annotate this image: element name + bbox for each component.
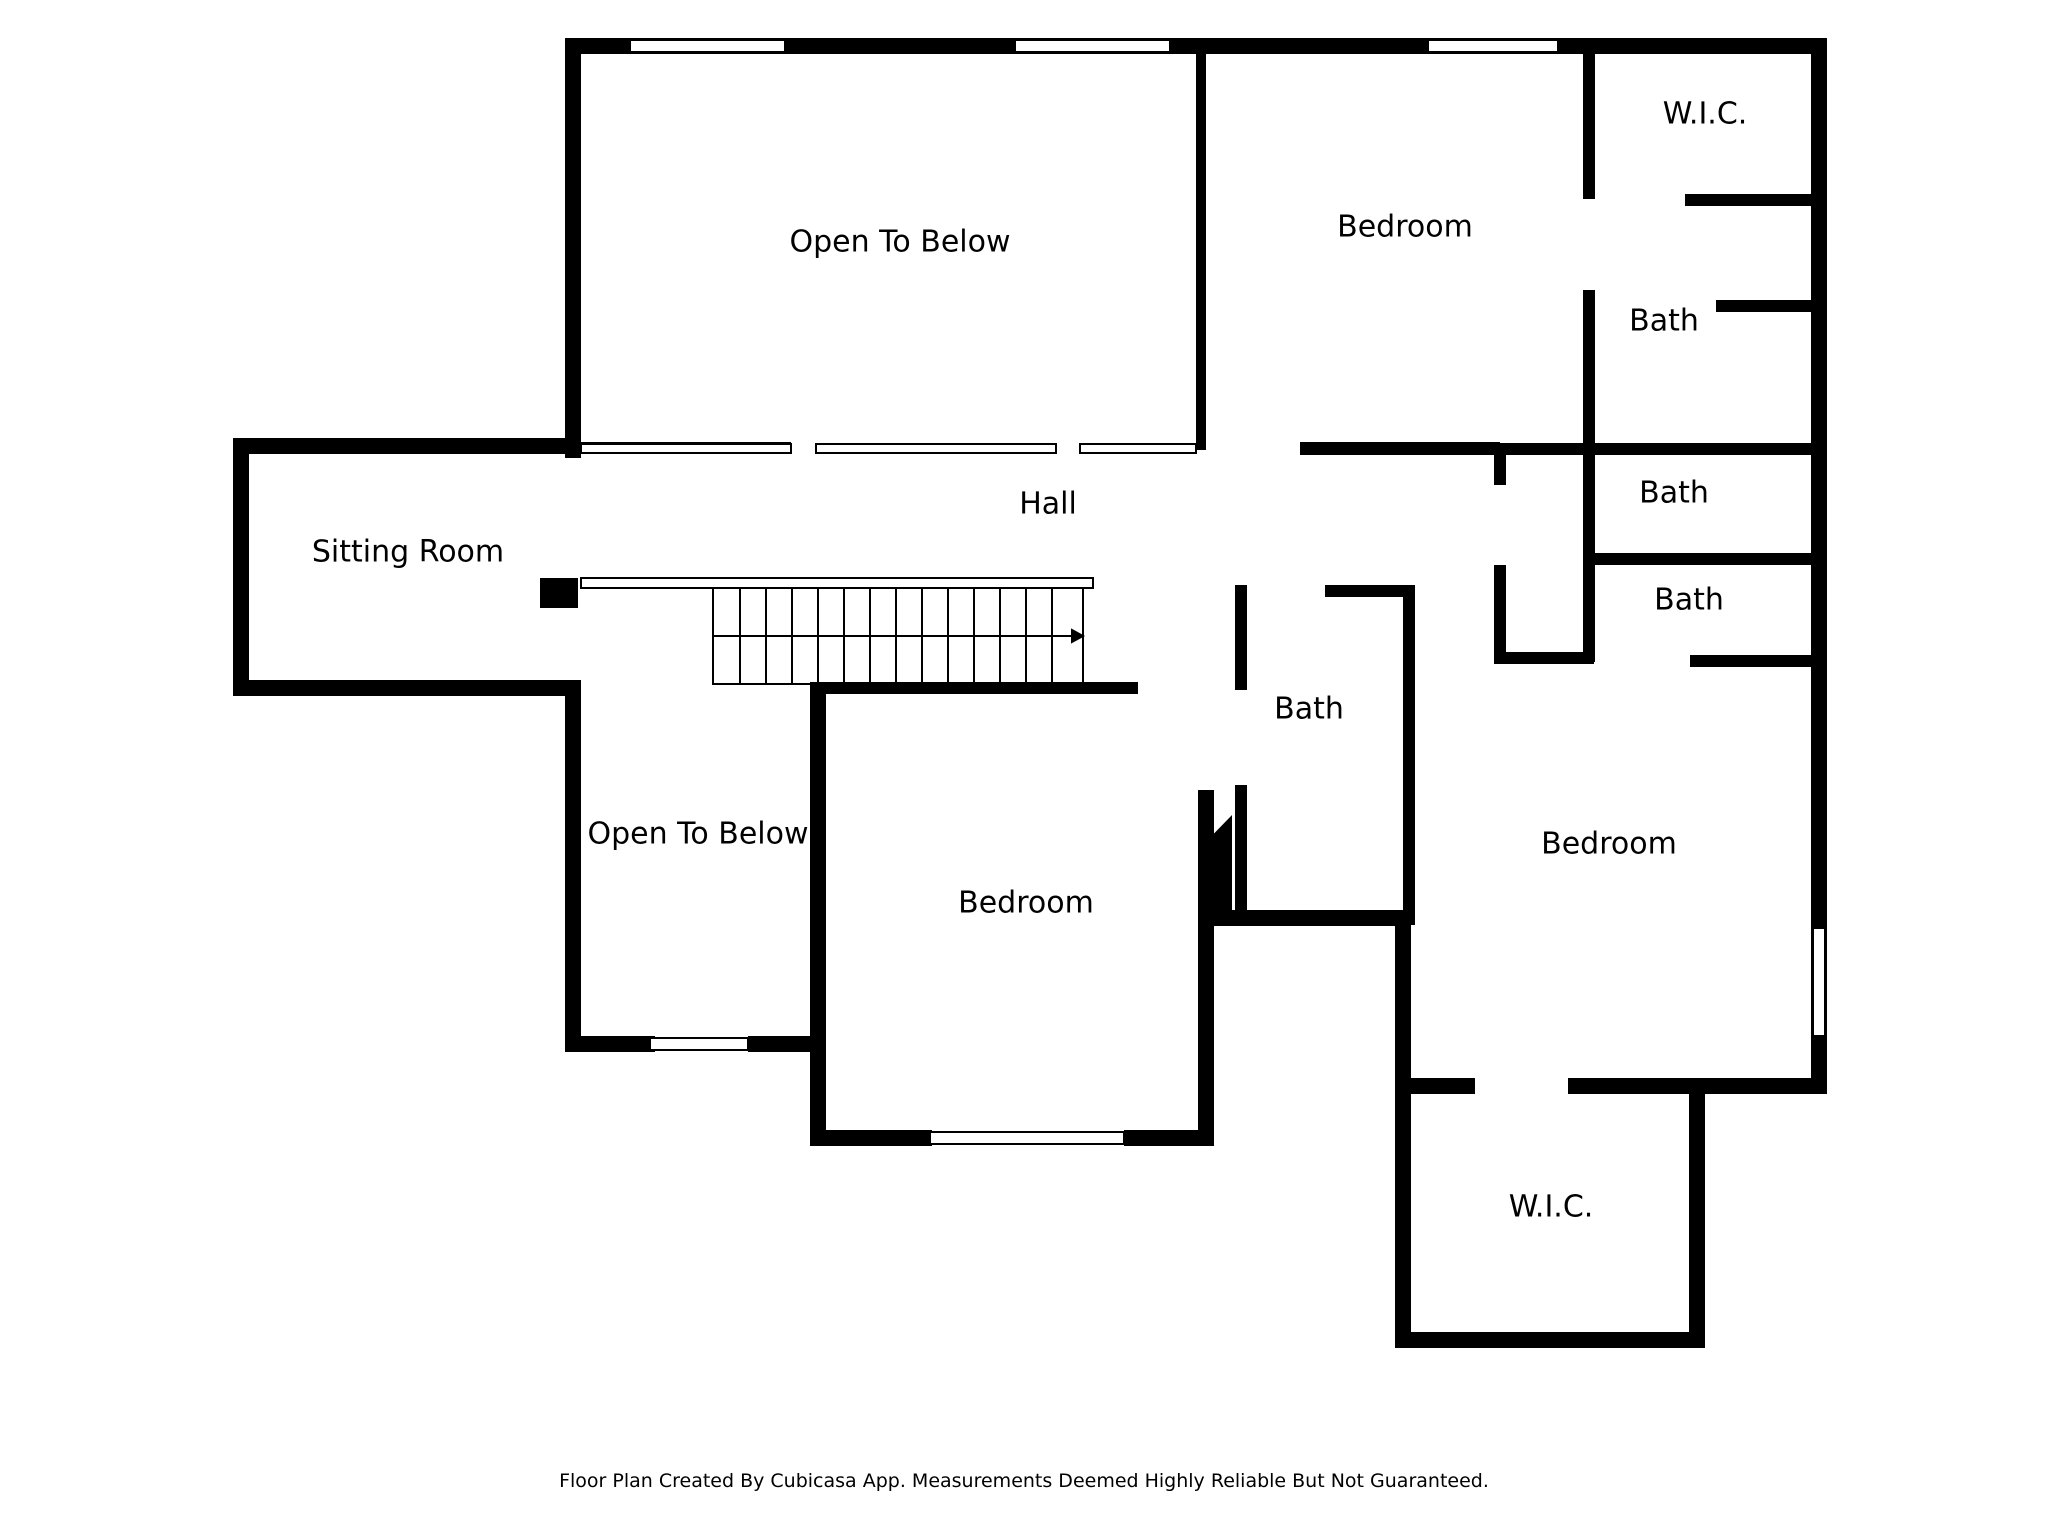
room-label-open-to-below-bottom: Open To Below	[587, 817, 808, 852]
walls	[233, 38, 1827, 1348]
room-label-open-to-below-top: Open To Below	[789, 225, 1010, 260]
room-label-bedroom-center: Bedroom	[958, 886, 1094, 921]
room-label-bath-mid: Bath	[1639, 476, 1709, 511]
room-label-sitting-room: Sitting Room	[312, 535, 504, 570]
room-label-bath-center: Bath	[1274, 692, 1344, 727]
room-label-wic-top: W.I.C.	[1663, 97, 1748, 132]
room-label-bath-top: Bath	[1629, 304, 1699, 339]
room-label-bedroom-top: Bedroom	[1337, 210, 1473, 245]
footer-disclaimer: Floor Plan Created By Cubicasa App. Meas…	[559, 1470, 1489, 1492]
windows	[580, 39, 1826, 1145]
room-label-bath-small: Bath	[1654, 583, 1724, 618]
staircase	[580, 577, 1094, 685]
room-label-wic-bottom: W.I.C.	[1509, 1190, 1594, 1225]
room-labels: Open To Below Bedroom W.I.C. Bath Bath B…	[312, 97, 1747, 1225]
room-label-hall: Hall	[1019, 487, 1077, 522]
room-label-bedroom-right: Bedroom	[1541, 827, 1677, 862]
